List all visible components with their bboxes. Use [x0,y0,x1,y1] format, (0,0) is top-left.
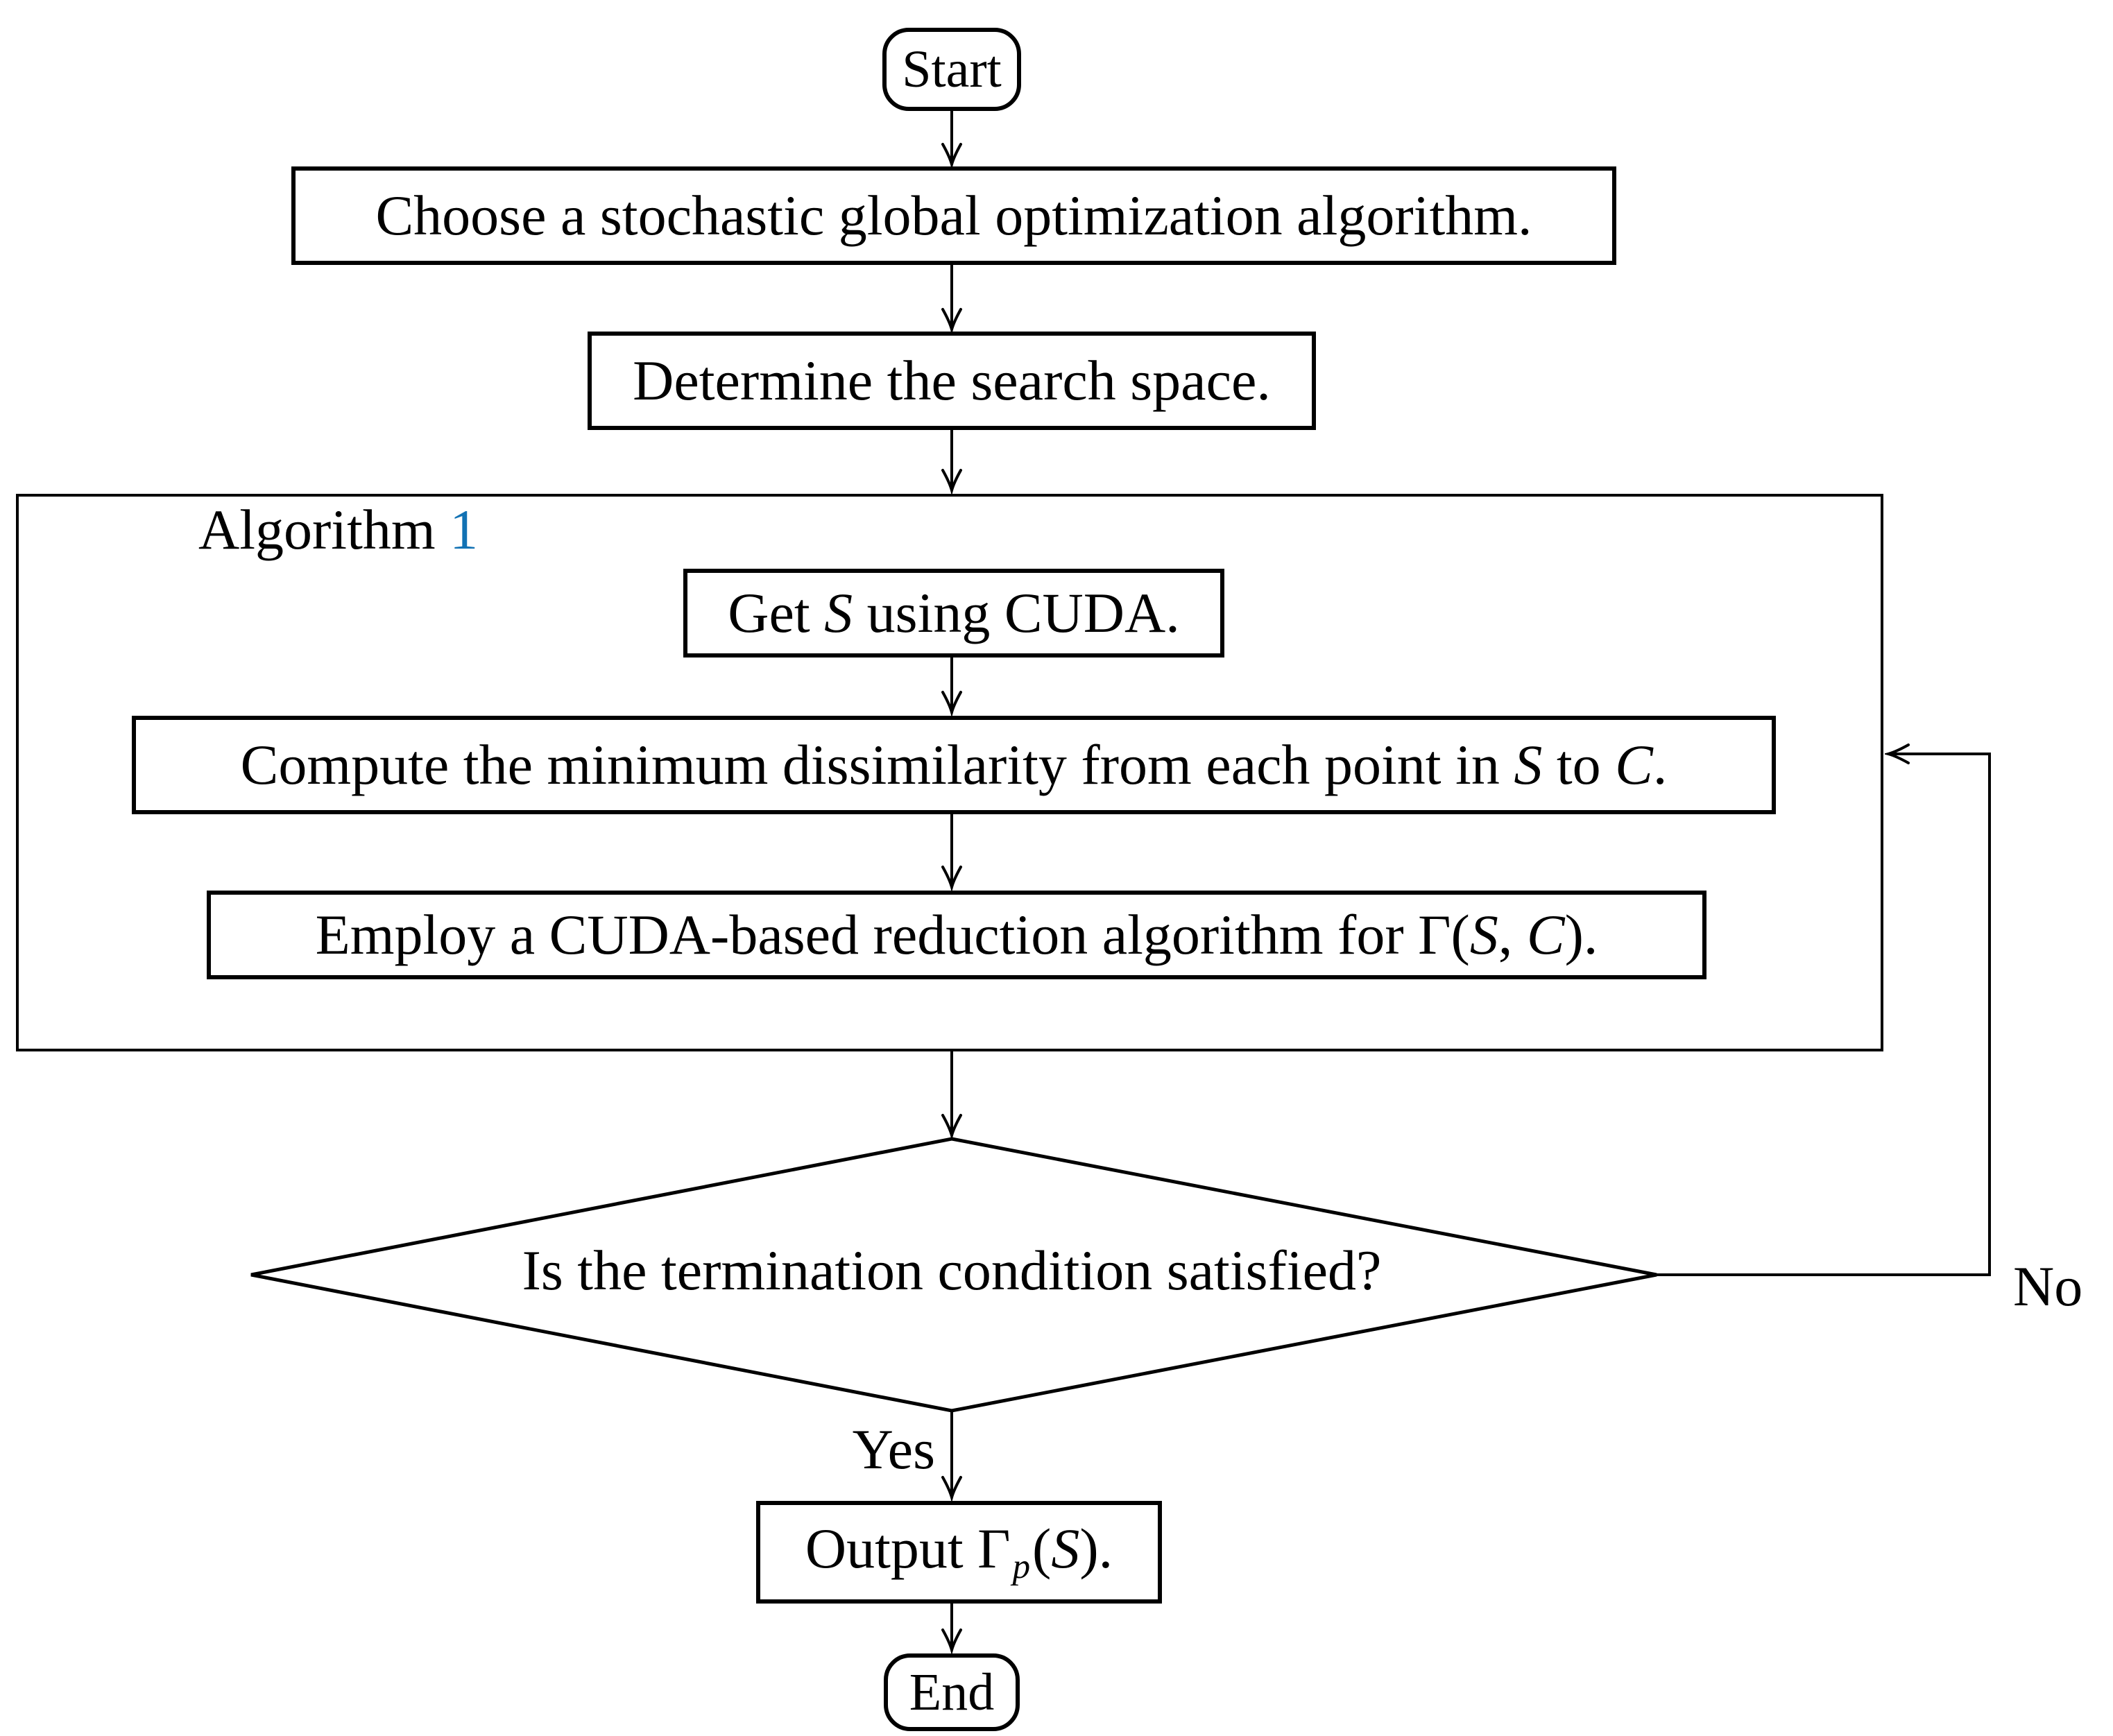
node-start-label: Start [902,40,1002,98]
algorithm-1-container [16,494,1883,1051]
text-part: Output Γ [805,1517,1011,1581]
decision-diamond-shape [250,1137,1657,1413]
text-part: Compute the minimum dissimilarity from e… [240,733,1514,796]
math-var-s: S [824,581,853,644]
text-part: ). [1564,903,1598,966]
node-output-label: Output Γp(S). [805,1520,1113,1583]
text-part: Employ a CUDA-based reduction algorithm … [315,903,1470,966]
decision-label: Is the termination condition satisfied? [327,1229,1576,1312]
node-choose-algorithm: Choose a stochastic global optimization … [291,166,1616,265]
math-var-c: C [1615,733,1653,796]
math-var-s: S [1469,903,1498,966]
node-end: End [884,1653,1020,1731]
no-label-text: No [2013,1255,2083,1318]
algorithm-number-link[interactable]: 1 [450,498,479,561]
node-start: Start [882,28,1021,111]
node-compute-dissimilarity-label: Compute the minimum dissimilarity from e… [241,737,1668,793]
text-part: . [1652,733,1668,796]
node-choose-algorithm-label: Choose a stochastic global optimization … [375,184,1532,247]
yes-label-text: Yes [852,1418,935,1481]
node-employ-reduction-label: Employ a CUDA-based reduction algorithm … [316,906,1598,963]
node-compute-dissimilarity: Compute the minimum dissimilarity from e… [132,716,1776,814]
math-var-c: C [1526,903,1565,966]
text-part: ). [1079,1517,1113,1581]
math-sub-p: p [1012,1546,1030,1585]
text-part: to [1542,733,1616,796]
no-label: No [2013,1248,2110,1325]
node-get-s-cuda: Get S using CUDA. [683,569,1224,658]
math-var-s: S [1514,733,1543,796]
algorithm-1-label: Algorithm 1 [198,497,684,563]
math-var-s: S [1051,1517,1080,1581]
node-output: Output Γp(S). [756,1501,1162,1604]
node-determine-search-space-label: Determine the search space. [633,349,1271,412]
decision-label-text: Is the termination condition satisfied? [522,1239,1382,1302]
text-part: ( [1032,1517,1052,1581]
node-determine-search-space: Determine the search space. [588,332,1316,430]
node-get-s-cuda-label: Get S using CUDA. [728,585,1179,642]
text-part: using CUDA. [853,581,1180,644]
node-employ-reduction: Employ a CUDA-based reduction algorithm … [207,891,1706,979]
text-part: , [1498,903,1527,966]
text-part: Get [728,581,825,644]
node-end-label: End [909,1663,995,1721]
edge-decision-no-feedback-loop [1657,754,1991,1276]
yes-label: Yes [796,1415,935,1484]
algorithm-label-text: Algorithm [198,498,450,561]
